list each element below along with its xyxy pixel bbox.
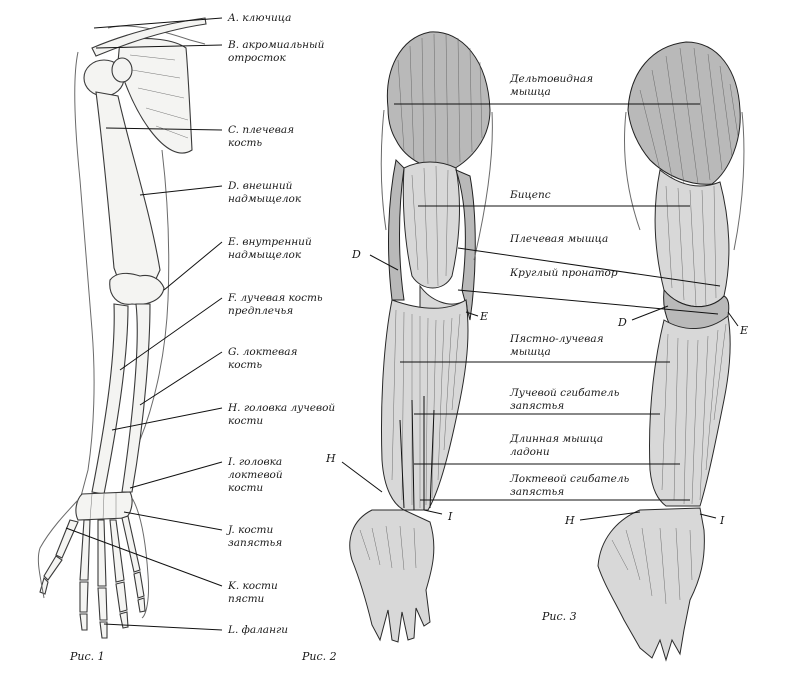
fig3-marker-h: H — [564, 514, 575, 527]
fig2-marker-h: H — [325, 452, 336, 465]
hand-side — [597, 507, 705, 662]
forearm-side — [649, 315, 731, 507]
label-biceps: Бицепс — [509, 189, 551, 201]
figure1-skeleton — [37, 17, 207, 639]
figure2-muscles — [349, 31, 493, 643]
figure2-caption: Рис. 2 — [301, 650, 337, 663]
deltoid-muscle — [386, 31, 491, 171]
radius — [91, 303, 129, 495]
fig2-marker-e: E — [479, 310, 488, 323]
figure1-caption: Рис. 1 — [69, 650, 105, 663]
label-a: A. ключица — [227, 12, 291, 24]
figure3-markers: D E H I Рис. 3 — [541, 305, 748, 623]
forearm-muscles — [380, 299, 469, 511]
fig2-marker-d: D — [351, 248, 361, 261]
fig3-marker-i: I — [719, 514, 725, 527]
fig3-marker-d: D — [617, 316, 627, 329]
figure3-caption: Рис. 3 — [541, 610, 577, 623]
fig2-marker-i: I — [447, 510, 453, 523]
label-l: L. фаланги — [227, 624, 288, 636]
biceps-muscle — [402, 161, 460, 289]
hand-front — [349, 509, 435, 643]
label-pronator: Круглый пронатор — [509, 267, 618, 279]
figure2-markers: D E H I Рис. 2 — [301, 248, 488, 663]
label-brachialis: Плечевая мышца — [509, 233, 608, 245]
ulna — [121, 303, 151, 493]
muscle-leader-lines — [394, 103, 721, 501]
fig3-marker-e: E — [739, 324, 748, 337]
figure3-muscles — [597, 41, 745, 662]
scapula — [117, 37, 193, 154]
figure1-leader-lines — [65, 17, 223, 631]
shoulder-side — [627, 41, 741, 185]
